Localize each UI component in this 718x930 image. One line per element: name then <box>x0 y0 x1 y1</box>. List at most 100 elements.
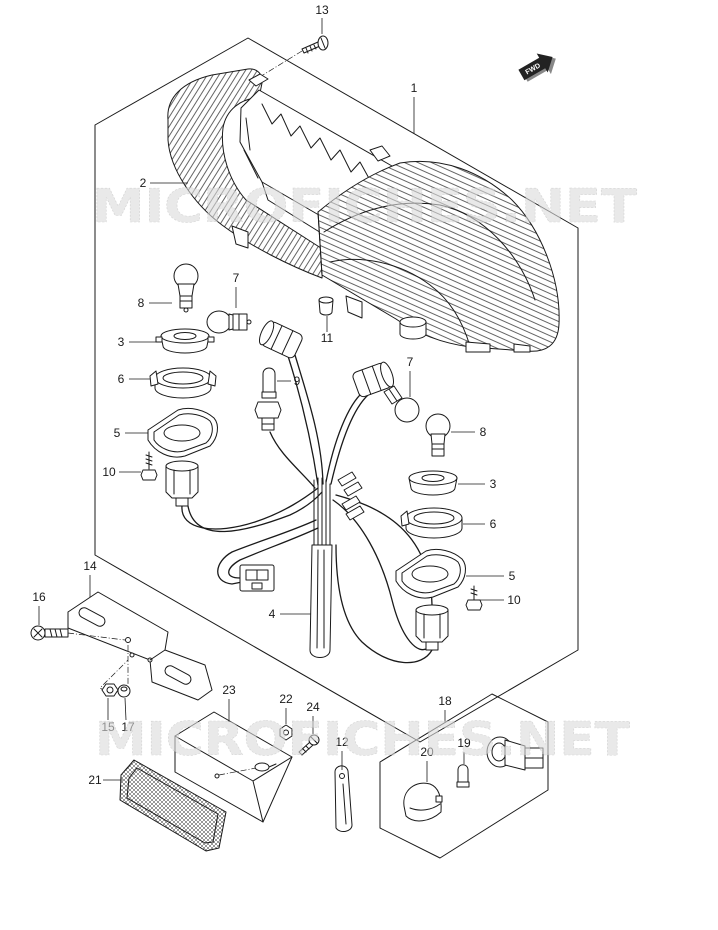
bulb-7-left <box>206 310 252 334</box>
callout-label-2: 2 <box>140 176 147 190</box>
callout-4: 4 <box>269 607 311 621</box>
tail-lamp-assembly <box>167 68 560 353</box>
callout-label-14: 14 <box>83 559 97 573</box>
callout-label-1: 1 <box>411 81 418 95</box>
callout-14: 14 <box>83 559 97 597</box>
callout-label-24: 24 <box>306 700 320 714</box>
callout-10-left: 10 <box>102 465 141 479</box>
callout-7-right: 7 <box>407 355 414 397</box>
socket-left <box>165 460 199 507</box>
lamp-frame-fins <box>261 103 381 183</box>
grommet-11 <box>318 296 334 316</box>
wire-harness-4 <box>181 354 433 664</box>
callout-label-21: 21 <box>88 773 102 787</box>
callout-label-20: 20 <box>420 745 434 759</box>
screw-10-left <box>140 451 158 481</box>
callout-label-10-right: 10 <box>507 593 521 607</box>
callout-8-right: 8 <box>451 425 487 439</box>
lamp-left-end-cap <box>167 68 325 279</box>
screw-16 <box>30 625 126 641</box>
rubber-cap-20 <box>403 782 443 822</box>
bulb-9-holder <box>254 401 282 431</box>
callout-3-left: 3 <box>118 335 158 349</box>
callout-16: 16 <box>32 590 46 625</box>
callout-label-11: 11 <box>321 331 334 345</box>
callout-19: 19 <box>457 736 471 764</box>
callout-label-5-left: 5 <box>114 426 121 440</box>
callout-2: 2 <box>140 176 188 190</box>
bulb-8-left <box>173 263 199 313</box>
gasket-5-right <box>395 548 466 599</box>
alignment-line-bracket <box>99 645 129 696</box>
bulb-holder-cap-3-left <box>155 328 215 354</box>
license-lamp-housing-23 <box>174 711 293 823</box>
callout-12: 12 <box>335 735 349 770</box>
clamp-strap-12 <box>334 765 353 833</box>
callout-13: 13 <box>315 3 329 34</box>
nut-17 <box>117 684 131 698</box>
bulb-8-right <box>425 413 451 457</box>
bulb-19 <box>456 764 470 788</box>
socket-upper-left <box>258 320 303 359</box>
callout-label-10-left: 10 <box>102 465 116 479</box>
gasket-5-left <box>147 407 218 458</box>
callout-label-3-left: 3 <box>118 335 125 349</box>
callout-24: 24 <box>306 700 320 734</box>
screw-13 <box>257 35 329 79</box>
socket-assembly-box <box>379 693 549 859</box>
callout-label-6-right: 6 <box>490 517 497 531</box>
callout-23: 23 <box>222 683 236 722</box>
assembly-outline-box <box>94 37 579 743</box>
callout-label-22: 22 <box>279 692 293 706</box>
callout-label-15: 15 <box>101 720 115 734</box>
socket-18 <box>486 736 544 771</box>
callout-label-9: 9 <box>294 374 301 388</box>
callout-5-left: 5 <box>114 426 148 440</box>
bulb-holder-cap-3-right <box>408 470 458 496</box>
socket-right <box>415 604 449 651</box>
harness-connector <box>239 564 275 592</box>
callout-21: 21 <box>88 773 123 787</box>
callout-label-7-left: 7 <box>233 271 240 285</box>
license-bracket-14 <box>67 591 213 701</box>
bulb-7-right <box>383 385 420 423</box>
callout-6-left: 6 <box>118 372 150 386</box>
watermark-bottom: MICROFICHES.NET <box>95 712 631 766</box>
callout-7-left: 7 <box>233 271 240 308</box>
locking-ring-6-right <box>400 507 463 539</box>
callout-10-right: 10 <box>480 593 521 607</box>
callout-label-16: 16 <box>32 590 46 604</box>
callout-9: 9 <box>277 374 301 388</box>
lamp-right-lens <box>317 160 560 352</box>
fwd-direction-arrow: FWD <box>518 53 556 82</box>
callout-22: 22 <box>279 692 293 724</box>
socket-upper-right <box>352 361 395 398</box>
watermark-top: MICROFICHES.NET <box>92 179 638 233</box>
callout-label-13: 13 <box>315 3 329 17</box>
callout-20: 20 <box>420 745 434 782</box>
callout-3-right: 3 <box>458 477 497 491</box>
callout-label-6-left: 6 <box>118 372 125 386</box>
callout-label-23: 23 <box>222 683 236 697</box>
screw-24 <box>298 734 320 756</box>
callout-5-right: 5 <box>466 569 516 583</box>
socket-assembly-18 <box>379 693 549 859</box>
callout-18: 18 <box>438 694 452 722</box>
callout-17: 17 <box>121 697 135 734</box>
screw-10-right <box>465 585 483 611</box>
callout-8-left: 8 <box>138 296 172 310</box>
callout-label-17: 17 <box>121 720 135 734</box>
callout-11: 11 <box>321 316 334 345</box>
callout-15: 15 <box>101 698 115 734</box>
harness-sleeve <box>309 544 333 658</box>
bulb-9 <box>261 367 277 399</box>
callout-label-4: 4 <box>269 607 276 621</box>
callout-label-3-right: 3 <box>490 477 497 491</box>
callout-label-19: 19 <box>457 736 471 750</box>
washer-15 <box>101 683 119 697</box>
nut-22 <box>279 724 293 741</box>
callout-label-8-right: 8 <box>480 425 487 439</box>
callout-label-7-right: 7 <box>407 355 414 369</box>
locking-ring-6-left <box>149 367 217 399</box>
